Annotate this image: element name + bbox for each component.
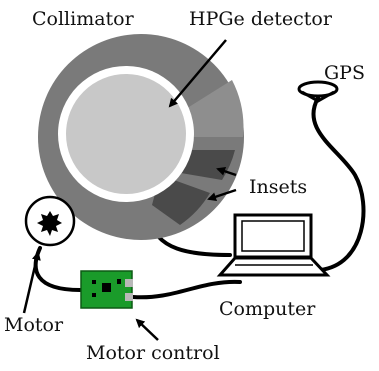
- laptop-base: [216, 256, 331, 277]
- collimator: [38, 34, 244, 240]
- label-hpge-detector: HPGe detector: [189, 8, 333, 30]
- label-collimator: Collimator: [32, 8, 135, 30]
- laptop-screen-inner: [241, 220, 305, 252]
- motor-arrow: [22, 251, 41, 314]
- board-connector-2: [125, 293, 133, 301]
- gps-to-computer-cable: [311, 96, 366, 272]
- motor: [24, 195, 76, 247]
- motor-control-board: [80, 270, 133, 309]
- board-connector-1: [125, 279, 133, 287]
- motor-to-board-cable: [33, 246, 82, 292]
- board-pad-1: [92, 280, 96, 284]
- label-motor: Motor: [4, 314, 64, 336]
- label-gps: GPS: [324, 62, 365, 84]
- label-motor-control: Motor control: [86, 342, 220, 364]
- board-pad-3: [117, 279, 121, 284]
- gear-icon: [37, 211, 62, 236]
- board-pad-2: [92, 293, 96, 297]
- hpge-detector: [66, 74, 186, 194]
- labels: Collimator HPGe detector GPS Insets Moto…: [4, 8, 365, 364]
- gps-mast: [301, 90, 335, 103]
- arrows: [22, 39, 237, 341]
- insets-arrow-upper: [216, 166, 237, 177]
- gps-antenna: [297, 80, 339, 103]
- board-chip: [102, 283, 111, 292]
- board-to-computer-cable: [131, 279, 242, 300]
- detector-arrow: [168, 39, 227, 108]
- label-computer: Computer: [219, 298, 316, 320]
- gps-dish: [297, 80, 339, 98]
- laptop-computer: [216, 213, 331, 277]
- label-insets: Insets: [249, 176, 307, 198]
- insets-arrow-lower: [207, 188, 237, 202]
- motor-control-arrow: [135, 318, 159, 341]
